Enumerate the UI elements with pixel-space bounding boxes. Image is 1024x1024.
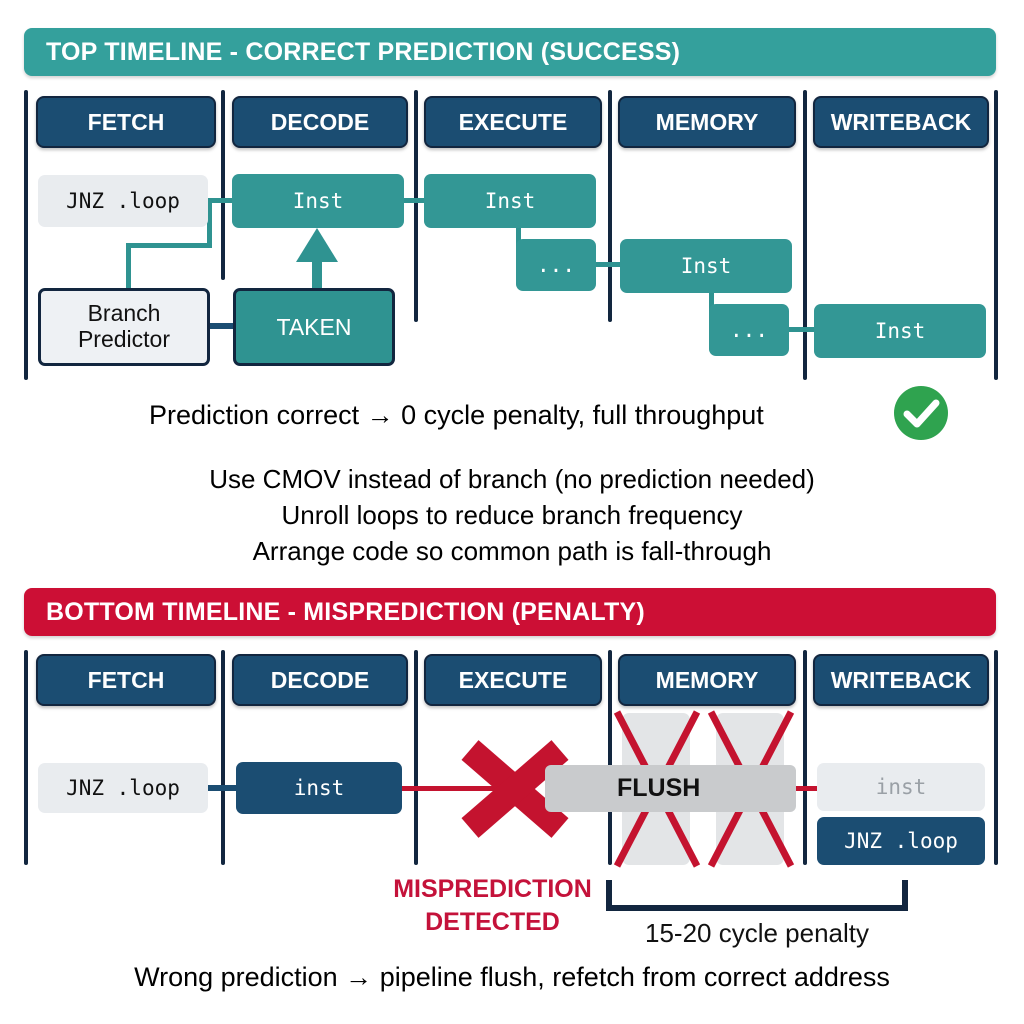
top-stage-decode: DECODE bbox=[232, 96, 408, 148]
top-divider-5 bbox=[994, 90, 998, 380]
top-divider-3 bbox=[608, 90, 612, 322]
top-divider-4 bbox=[803, 90, 807, 380]
bottom-stage-writeback: WRITEBACK bbox=[813, 654, 989, 706]
bottom-stage-fetch-label: FETCH bbox=[87, 666, 165, 693]
bottom-stage-execute-label: EXECUTE bbox=[458, 666, 568, 693]
bottom-result-caption: Wrong prediction → pipeline flush, refet… bbox=[134, 962, 890, 992]
bottom-divider-0 bbox=[24, 650, 28, 865]
taken-arrow-icon bbox=[296, 228, 338, 296]
branch-predictor-line1: Branch bbox=[87, 300, 161, 327]
top-pipeline-box-2: ... bbox=[516, 239, 596, 291]
bottom-connector-fetch-decode bbox=[206, 785, 240, 791]
mispredict-label-line1: MISPREDICTION bbox=[393, 875, 592, 903]
branch-predictor-box: Branch Predictor bbox=[38, 288, 210, 366]
bottom-timeline-banner: BOTTOM TIMELINE - MISPREDICTION (PENALTY… bbox=[24, 588, 996, 636]
writeback-refetch-instruction: JNZ .loop bbox=[817, 817, 985, 865]
bottom-divider-5 bbox=[994, 650, 998, 865]
mispredict-label-line2: DETECTED bbox=[425, 908, 560, 936]
bottom-divider-1 bbox=[221, 650, 225, 865]
top-connector-memory-writeback bbox=[784, 327, 820, 332]
bottom-stage-fetch: FETCH bbox=[36, 654, 216, 706]
top-fetch-instruction: JNZ .loop bbox=[38, 175, 208, 227]
prediction-taken-box: TAKEN bbox=[233, 288, 395, 366]
flush-bar: FLUSH bbox=[545, 765, 796, 812]
top-stage-decode-label: DECODE bbox=[270, 108, 370, 135]
top-stage-memory: MEMORY bbox=[618, 96, 796, 148]
bottom-divider-3 bbox=[608, 650, 612, 865]
top-connector-elbow-v1 bbox=[207, 198, 212, 248]
top-connector-elbow-v2 bbox=[126, 243, 131, 291]
top-pipeline-box-3: Inst bbox=[620, 239, 792, 293]
bottom-divider-4 bbox=[803, 650, 807, 865]
top-stage-execute-label: EXECUTE bbox=[458, 108, 568, 135]
top-connector-elbow-h bbox=[126, 243, 212, 248]
top-timeline-banner-label: TOP TIMELINE - CORRECT PREDICTION (SUCCE… bbox=[46, 37, 681, 66]
top-connector-decode-execute bbox=[398, 198, 428, 203]
penalty-label: 15-20 cycle penalty bbox=[644, 918, 870, 948]
mispredict-x-icon bbox=[461, 740, 569, 838]
top-timeline-banner: TOP TIMELINE - CORRECT PREDICTION (SUCCE… bbox=[24, 28, 996, 76]
tip-line-2: Arrange code so common path is fall-thro… bbox=[252, 536, 772, 566]
top-stage-fetch: FETCH bbox=[36, 96, 216, 148]
top-divider-1 bbox=[221, 90, 225, 280]
writeback-ghost-instruction: inst bbox=[817, 763, 985, 811]
bottom-stage-memory: MEMORY bbox=[618, 654, 796, 706]
top-pipeline-box-5: Inst bbox=[814, 304, 986, 358]
top-stage-execute: EXECUTE bbox=[424, 96, 602, 148]
penalty-bracket-icon bbox=[606, 880, 908, 911]
check-circle-icon bbox=[894, 386, 948, 440]
tip-line-1: Unroll loops to reduce branch frequency bbox=[281, 500, 743, 530]
bottom-stage-writeback-label: WRITEBACK bbox=[830, 666, 972, 693]
top-result-caption: Prediction correct → 0 cycle penalty, fu… bbox=[149, 400, 764, 430]
top-connector-predictor-taken bbox=[206, 323, 240, 329]
top-connector-fetch-decode bbox=[207, 198, 237, 203]
top-stage-memory-label: MEMORY bbox=[655, 108, 759, 135]
top-connector-step-1 bbox=[516, 218, 521, 248]
top-connector-execute-memory bbox=[590, 262, 626, 267]
bottom-timeline-banner-label: BOTTOM TIMELINE - MISPREDICTION (PENALTY… bbox=[46, 597, 645, 626]
flush-label: FLUSH bbox=[617, 774, 701, 802]
bottom-stage-memory-label: MEMORY bbox=[655, 666, 759, 693]
top-divider-2 bbox=[414, 90, 418, 322]
branch-predictor-line2: Predictor bbox=[77, 326, 171, 352]
tip-line-0: Use CMOV instead of branch (no predictio… bbox=[209, 464, 815, 494]
bottom-stage-decode-label: DECODE bbox=[270, 666, 370, 693]
bottom-stage-decode: DECODE bbox=[232, 654, 408, 706]
top-pipeline-box-1: Inst bbox=[424, 174, 596, 228]
top-connector-step-2 bbox=[709, 283, 714, 313]
top-divider-0 bbox=[24, 90, 28, 380]
top-stage-writeback: WRITEBACK bbox=[813, 96, 989, 148]
bottom-connector-decode-execute bbox=[398, 786, 528, 791]
bottom-stage-execute: EXECUTE bbox=[424, 654, 602, 706]
top-pipeline-box-0: Inst bbox=[232, 174, 404, 228]
bottom-connector-memory-writeback bbox=[789, 786, 819, 791]
top-stage-writeback-label: WRITEBACK bbox=[830, 108, 972, 135]
top-pipeline-box-4: ... bbox=[709, 304, 789, 356]
bottom-fetch-instruction: JNZ .loop bbox=[38, 763, 208, 813]
bottom-decode-instruction: inst bbox=[236, 762, 402, 814]
top-stage-fetch-label: FETCH bbox=[87, 108, 165, 135]
bottom-divider-2 bbox=[414, 650, 418, 865]
